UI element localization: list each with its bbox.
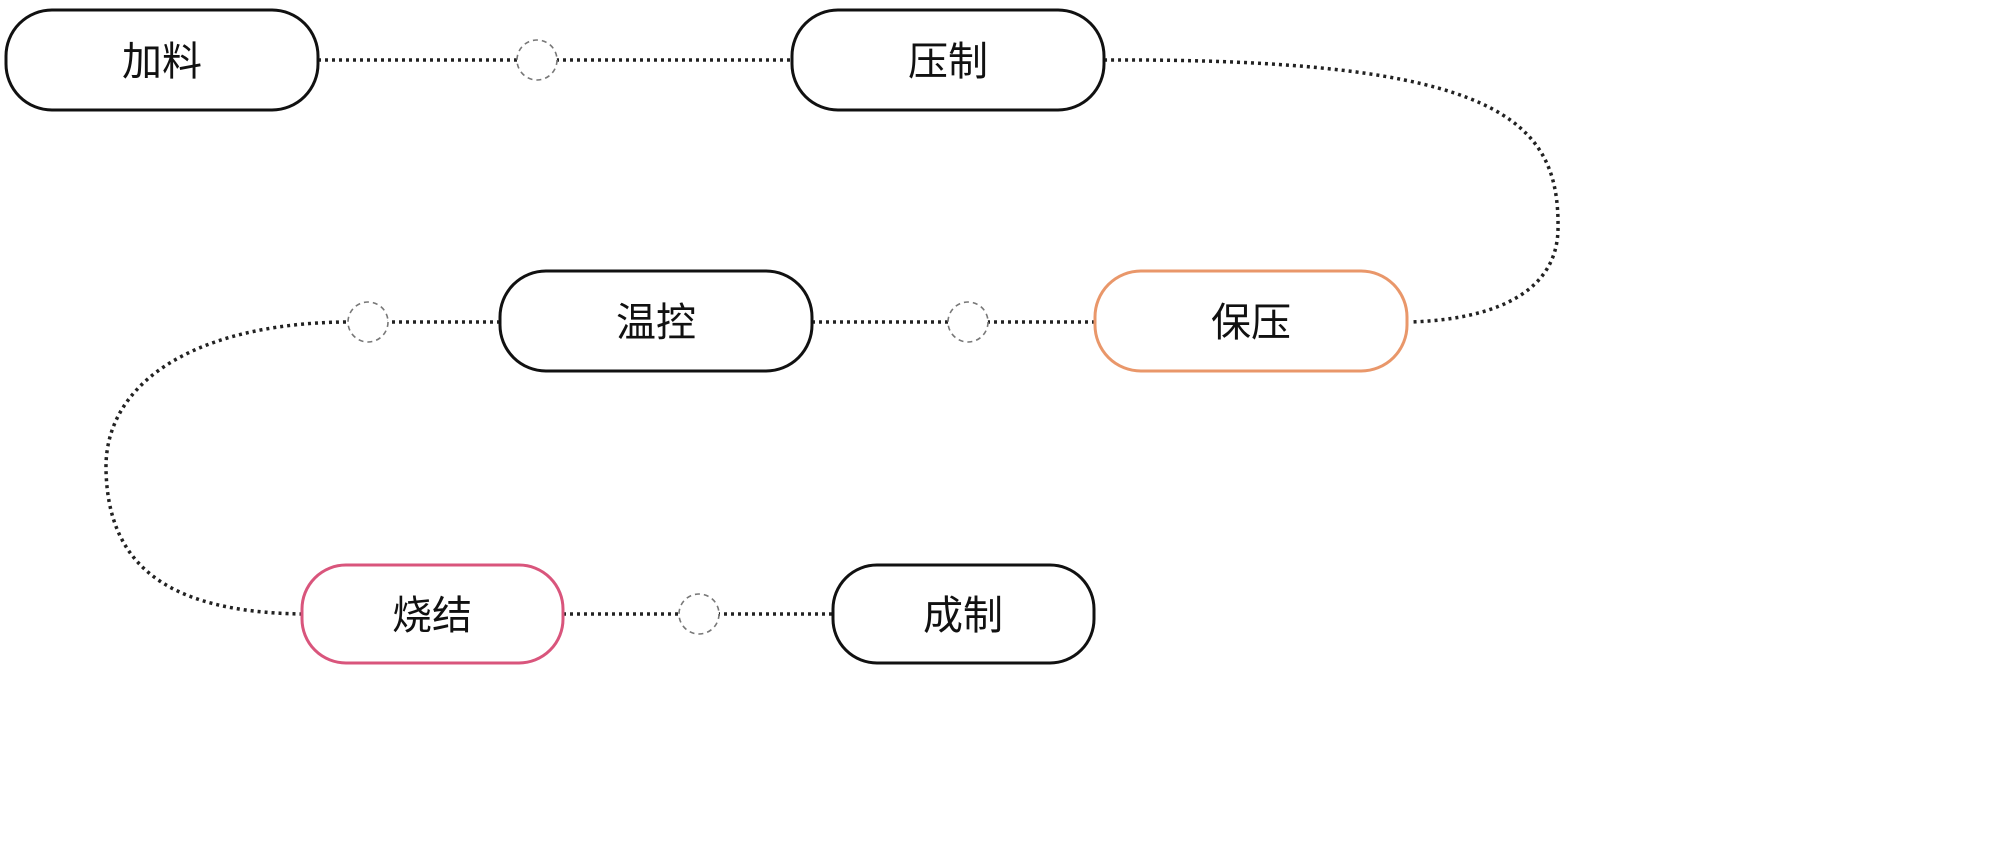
step-node-temp-control: 温控 [498,269,814,373]
step-box [4,8,320,112]
step-label: 加料 [122,39,202,85]
step-label: 温控 [616,300,696,346]
step-label: 保压 [1211,300,1291,346]
process-flow-diagram: 加料 压制 保压 温控 烧结 成制 [4,8,1560,665]
junction-marker [516,39,558,81]
step-node-form: 成制 [831,563,1096,665]
step-node-press: 压制 [790,8,1106,112]
step-node-sinter: 烧结 [300,563,565,665]
step-node-feed: 加料 [4,8,320,112]
step-node-hold-pressure: 保压 [1093,269,1409,373]
step-box [498,269,814,373]
step-box [790,8,1106,112]
step-label: 成制 [923,593,1003,639]
step-label: 压制 [908,39,988,85]
junction-marker [947,301,989,343]
junction-marker [678,593,720,635]
step-box [1093,269,1409,373]
step-box [300,563,565,665]
connector-press-to-hold [1103,58,1560,324]
junction-marker [347,301,389,343]
step-label: 烧结 [392,593,472,639]
step-box [831,563,1096,665]
